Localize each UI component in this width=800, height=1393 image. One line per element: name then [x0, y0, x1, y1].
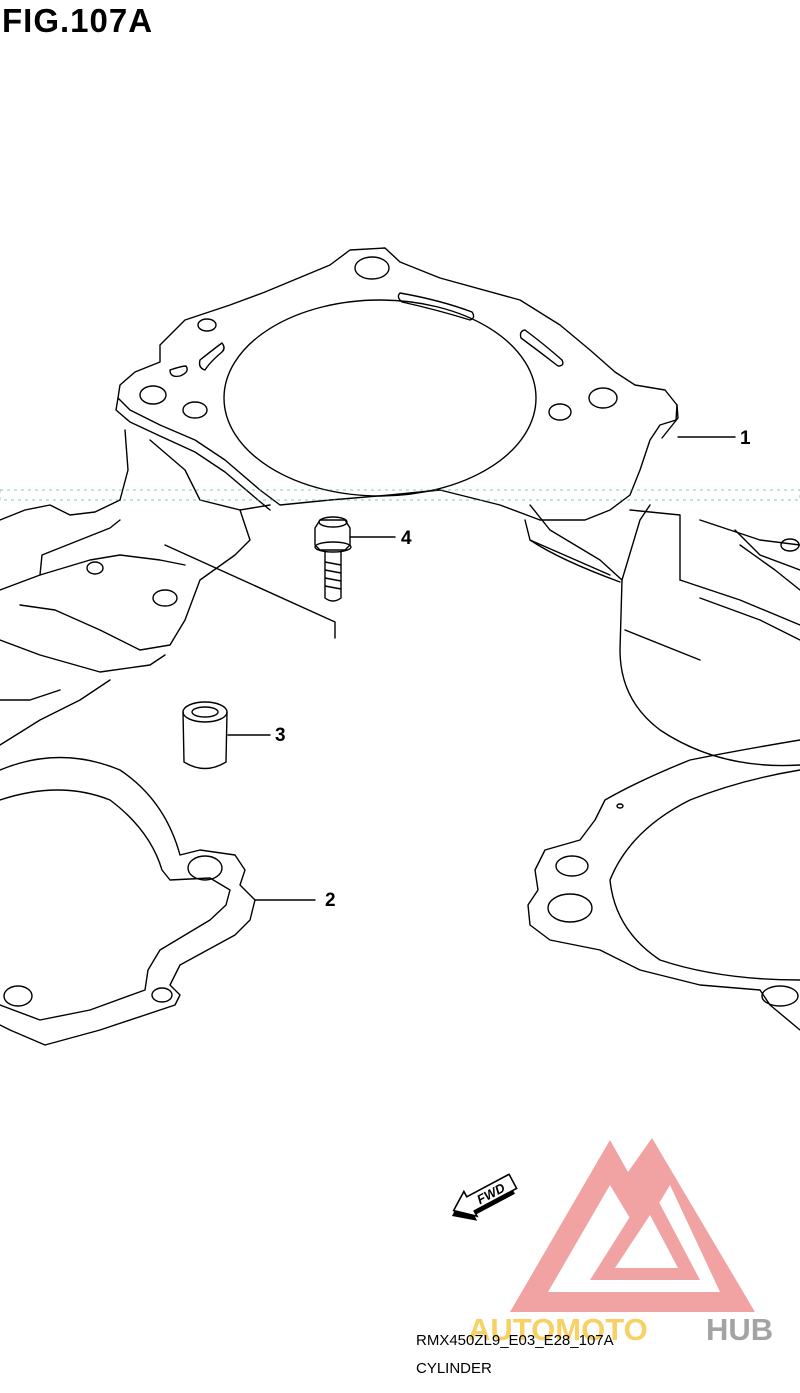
footer-diagram-name: CYLINDER — [416, 1360, 492, 1377]
dowel-pin-part — [182, 701, 271, 770]
callout-number-4: 4 — [401, 528, 412, 549]
watermark-text-b: HUB — [706, 1312, 773, 1347]
callout-number-3: 3 — [275, 725, 286, 746]
gasket-part-right — [527, 739, 800, 1031]
fwd-arrow-icon: FWD — [451, 1173, 518, 1221]
cylinder-part — [0, 247, 800, 767]
watermark-text-a: AUTOMOTO — [468, 1312, 648, 1347]
gasket-part-left — [0, 544, 336, 1046]
bolt-part — [314, 516, 396, 602]
callout-number-2: 2 — [325, 890, 336, 911]
footer-diagram-code: RMX450ZL9_E03_E28_107A — [416, 1332, 614, 1349]
figure-title: FIG.107A — [2, 2, 154, 39]
callout-number-1: 1 — [740, 428, 751, 449]
scan-artifact-band — [0, 489, 800, 501]
watermark-logo — [510, 1138, 755, 1312]
